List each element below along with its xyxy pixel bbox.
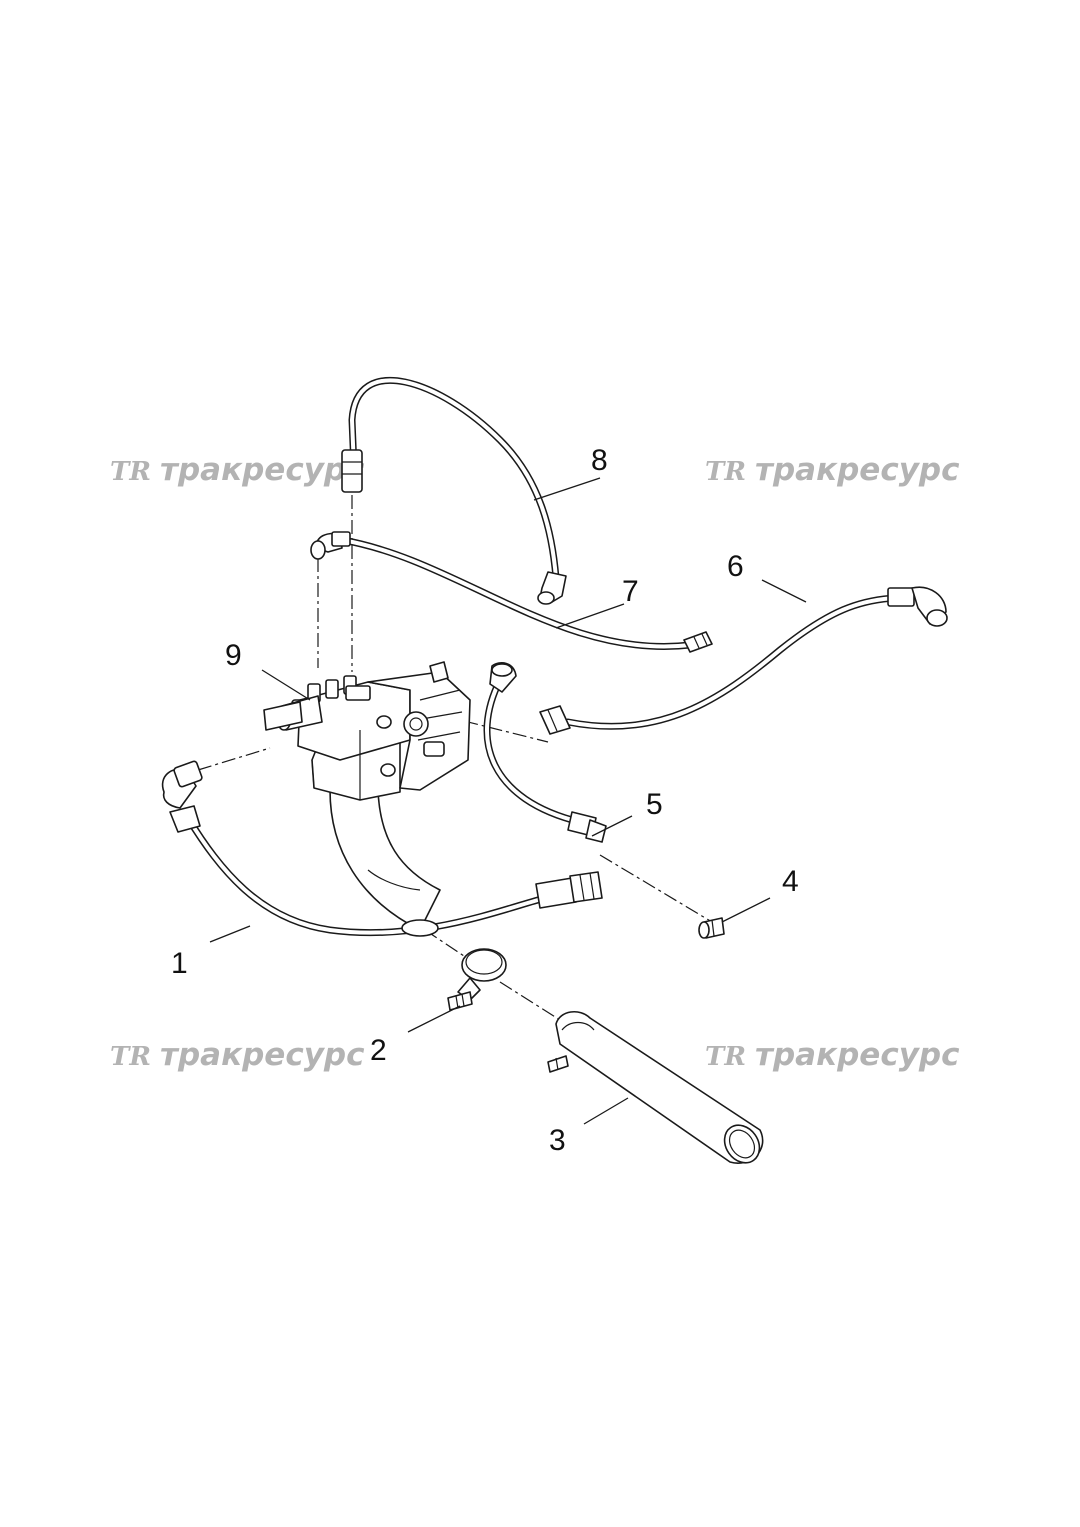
watermark-text: тракресурс — [755, 1037, 960, 1073]
callout-9: 9 — [225, 639, 242, 672]
hose-5 — [483, 662, 607, 843]
hose-7 — [310, 531, 713, 653]
pump-9 — [263, 661, 471, 801]
callouts: 8 7 6 9 5 4 1 2 3 — [171, 444, 799, 1157]
hose-8 — [341, 377, 567, 605]
hose-6 — [539, 586, 948, 735]
callout-6: 6 — [727, 550, 744, 583]
callout-7: 7 — [622, 575, 639, 608]
callout-1: 1 — [171, 947, 188, 980]
watermark-logo: TR — [110, 1042, 151, 1072]
fitting-4 — [698, 917, 725, 939]
suction-elbow — [329, 784, 441, 937]
watermark-bottom-right: TR тракресурс — [705, 1037, 960, 1073]
watermark-logo: TR — [110, 457, 151, 487]
callout-8: 8 — [591, 444, 608, 477]
hose-1 — [161, 760, 603, 937]
watermark-text: тракресурс — [160, 1037, 365, 1073]
callout-3: 3 — [549, 1124, 566, 1157]
leader-lines — [209, 477, 807, 1125]
clamp-2 — [447, 948, 507, 1011]
callout-5: 5 — [646, 788, 663, 821]
watermark-top-left: TR тракресурс — [110, 452, 365, 488]
watermark-logo: TR — [705, 457, 746, 487]
watermark-text: тракресурс — [755, 452, 960, 488]
watermark-text: тракресурс — [160, 452, 365, 488]
tube-3 — [547, 1011, 764, 1164]
watermark-bottom-left: TR тракресурс — [110, 1037, 365, 1073]
callout-4: 4 — [782, 865, 799, 898]
callout-2: 2 — [370, 1034, 387, 1067]
watermark-top-right: TR тракресурс — [705, 452, 960, 488]
watermark-logo: TR — [705, 1042, 746, 1072]
